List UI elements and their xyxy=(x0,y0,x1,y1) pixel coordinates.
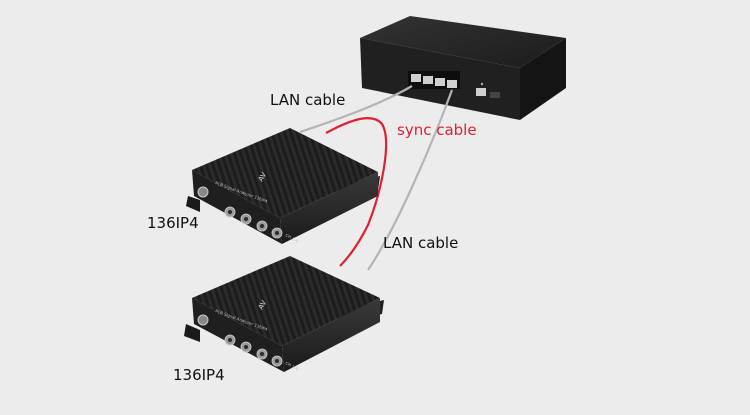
channel-label: CH 1-4 xyxy=(285,232,300,243)
sync-cable-label: sync cable xyxy=(397,121,477,139)
power-connector xyxy=(197,186,209,198)
sync-cable xyxy=(325,117,388,267)
mount-flange-left xyxy=(184,324,200,342)
device-bottom-label: 136IP4 xyxy=(173,366,225,384)
device-logo: AV xyxy=(257,171,269,183)
switch-top xyxy=(360,16,566,68)
channel-label: CH 1-4 xyxy=(285,360,300,371)
sfp-port xyxy=(490,92,500,98)
network-switch xyxy=(360,16,566,120)
switch-lan-ports xyxy=(408,71,460,89)
lan-port-4 xyxy=(447,80,457,88)
lan-cable-bottom-label: LAN cable xyxy=(383,234,459,252)
mount-flange-left xyxy=(186,196,200,212)
device-top-surface xyxy=(192,256,380,346)
status-led xyxy=(480,82,484,86)
lan-cable-bottom xyxy=(367,89,454,271)
device-side-face xyxy=(282,298,380,372)
device-top-surface xyxy=(192,128,378,218)
uplink-port xyxy=(476,88,486,96)
cables xyxy=(299,85,454,271)
lan-port-3 xyxy=(435,78,445,86)
switch-side xyxy=(520,38,566,120)
device-136ip4-bottom: PCB Signal Analyzer 136IP4 AV CH 1-4 xyxy=(184,256,384,372)
lan-port-1 xyxy=(411,74,421,82)
device-top-label: 136IP4 xyxy=(147,214,199,232)
lan-port-2 xyxy=(423,76,433,84)
device-logo: AV xyxy=(257,299,269,311)
lan-cable-top-label: LAN cable xyxy=(270,91,346,109)
device-side-face xyxy=(280,172,378,244)
lan-cable-top xyxy=(299,85,413,134)
device-136ip4-top: PCB Signal Analyzer 136IP4 AV CH 1-4 xyxy=(186,128,380,244)
power-connector xyxy=(197,314,209,326)
